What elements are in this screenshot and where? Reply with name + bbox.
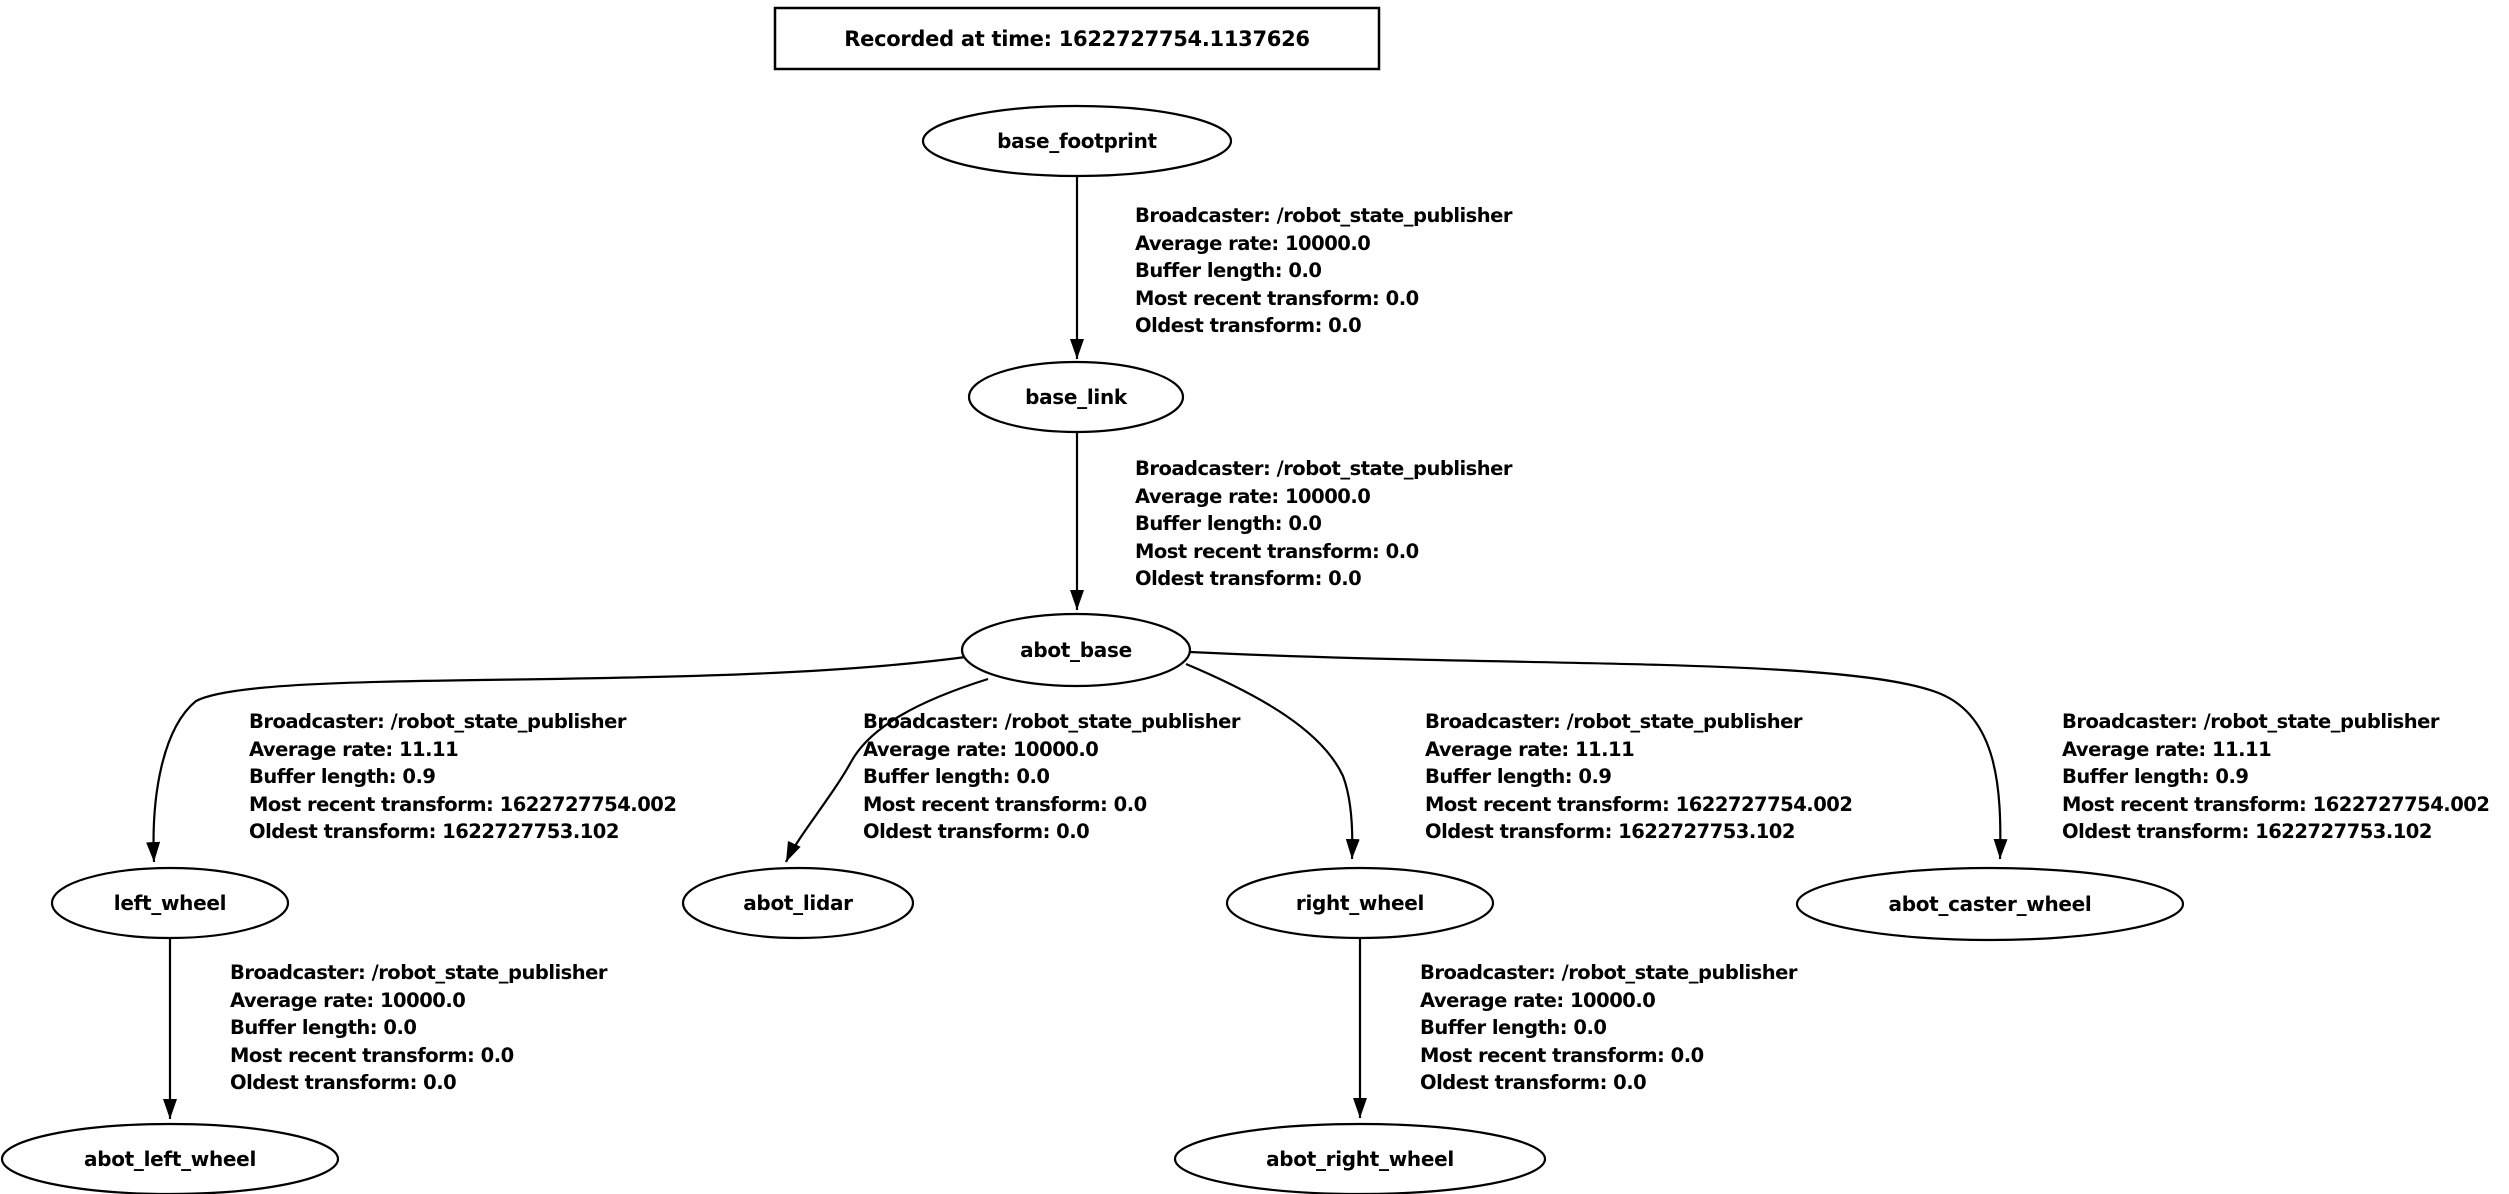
edge-line [146, 654, 974, 863]
edge-label-line: Average rate: 10000.0 [230, 989, 465, 1012]
title-border [773, 6, 1381, 71]
node-ellipse [1173, 1122, 1547, 1194]
edge-label-line: Buffer length: 0.0 [863, 765, 1049, 788]
edge-label-line: Oldest transform: 0.0 [1135, 314, 1361, 337]
edge-base_link-abot_base: Broadcaster: /robot_state_publisher Aver… [1070, 431, 1513, 610]
edge-abot_base-abot_lidar: Broadcaster: /robot_state_publisher Aver… [785, 677, 1241, 863]
edge-label-line: Average rate: 10000.0 [1420, 989, 1655, 1012]
edge-label-line: Buffer length: 0.0 [1135, 259, 1321, 282]
edge-label-line: Broadcaster: /robot_state_publisher [1135, 457, 1513, 480]
node-left_wheel: left_wheel [50, 866, 290, 940]
edge-label-line: Broadcaster: /robot_state_publisher [1135, 204, 1513, 227]
edge-label-line: Average rate: 10000.0 [1135, 232, 1370, 255]
node-ellipse [0, 1122, 340, 1194]
edge-label-line: Buffer length: 0.0 [1135, 512, 1321, 535]
edge-label-line: Most recent transform: 0.0 [863, 793, 1147, 816]
node-abot_left_wheel: abot_left_wheel [0, 1122, 340, 1194]
node-label: left_wheel [114, 891, 226, 915]
edge-label-line: Oldest transform: 0.0 [863, 820, 1089, 843]
node-right_wheel: right_wheel [1225, 866, 1495, 940]
edge-label-line: Oldest transform: 0.0 [1420, 1071, 1646, 1094]
edge-label-line: Average rate: 11.11 [1425, 738, 1634, 761]
edge-label-line: Oldest transform: 1622727753.102 [249, 820, 619, 843]
edge-label-line: Oldest transform: 0.0 [230, 1071, 456, 1094]
edge-label-line: Most recent transform: 0.0 [1420, 1044, 1704, 1067]
edge-left_wheel-abot_left_wheel: Broadcaster: /robot_state_publisher Aver… [163, 938, 608, 1119]
edge-label-line: Broadcaster: /robot_state_publisher [863, 710, 1241, 733]
node-label: right_wheel [1296, 891, 1424, 915]
node-ellipse [681, 866, 915, 940]
node-abot_lidar: abot_lidar [681, 866, 915, 940]
recorded-time-box: Recorded at time: 1622727754.1137626 [773, 6, 1381, 71]
recorded-time-text: Recorded at time: 1622727754.1137626 [844, 27, 1309, 51]
edge-label-line: Buffer length: 0.0 [1420, 1016, 1606, 1039]
edge-label-line: Most recent transform: 0.0 [230, 1044, 514, 1067]
edge-base_footprint-base_link: Broadcaster: /robot_state_publisher Aver… [1070, 177, 1513, 359]
edge-line [1189, 650, 2008, 860]
edge-label-line: Oldest transform: 1622727753.102 [2062, 820, 2432, 843]
node-label: base_footprint [997, 129, 1157, 153]
edge-label-line: Average rate: 10000.0 [1135, 485, 1370, 508]
node-label: abot_left_wheel [84, 1147, 256, 1171]
node-ellipse [1225, 866, 1495, 940]
node-label: abot_base [1020, 638, 1132, 662]
edge-label-line: Average rate: 11.11 [2062, 738, 2271, 761]
edge-label-line: Most recent transform: 1622727754.002 [2062, 793, 2489, 816]
node-abot_right_wheel: abot_right_wheel [1173, 1122, 1547, 1194]
node-base_link: base_link [967, 360, 1185, 434]
edge-line [785, 677, 989, 863]
node-ellipse [921, 104, 1233, 178]
edge-label-line: Oldest transform: 1622727753.102 [1425, 820, 1795, 843]
edge-label-line: Broadcaster: /robot_state_publisher [2062, 710, 2440, 733]
edge-label-line: Average rate: 10000.0 [863, 738, 1098, 761]
edge-label-line: Most recent transform: 0.0 [1135, 540, 1419, 563]
edge-right_wheel-abot_right_wheel: Broadcaster: /robot_state_publisher Aver… [1353, 938, 1798, 1118]
node-ellipse [960, 612, 1192, 688]
node-label: base_link [1025, 385, 1128, 409]
edge-label-line: Most recent transform: 1622727754.002 [249, 793, 676, 816]
edge-label-line: Broadcaster: /robot_state_publisher [230, 961, 608, 984]
edge-abot_base-abot_caster_wheel: Broadcaster: /robot_state_publisher Aver… [1189, 650, 2490, 860]
edge-label-line: Buffer length: 0.9 [1425, 765, 1611, 788]
edge-label-line: Oldest transform: 0.0 [1135, 567, 1361, 590]
node-base_footprint: base_footprint [921, 104, 1233, 178]
edge-label-line: Most recent transform: 1622727754.002 [1425, 793, 1852, 816]
node-abot_caster_wheel: abot_caster_wheel [1795, 866, 2185, 942]
node-ellipse [50, 866, 290, 940]
edge-label-line: Buffer length: 0.9 [249, 765, 435, 788]
edge-label-line: Buffer length: 0.9 [2062, 765, 2248, 788]
edge-label-line: Broadcaster: /robot_state_publisher [1420, 961, 1798, 984]
edge-abot_base-left_wheel: Broadcaster: /robot_state_publisher Aver… [146, 654, 974, 863]
node-ellipse [1795, 866, 2185, 942]
edge-label-line: Average rate: 11.11 [249, 738, 458, 761]
edge-label-line: Broadcaster: /robot_state_publisher [1425, 710, 1803, 733]
node-label: abot_lidar [743, 891, 853, 915]
edge-label-line: Buffer length: 0.0 [230, 1016, 416, 1039]
edge-label-line: Broadcaster: /robot_state_publisher [249, 710, 627, 733]
node-abot_base: abot_base [960, 612, 1192, 688]
node-label: abot_right_wheel [1266, 1147, 1454, 1171]
node-label: abot_caster_wheel [1889, 892, 2092, 916]
edge-abot_base-right_wheel: Broadcaster: /robot_state_publisher Aver… [1185, 662, 1853, 860]
edge-line [1185, 662, 1360, 860]
node-ellipse [967, 360, 1185, 434]
edge-label-line: Most recent transform: 0.0 [1135, 287, 1419, 310]
